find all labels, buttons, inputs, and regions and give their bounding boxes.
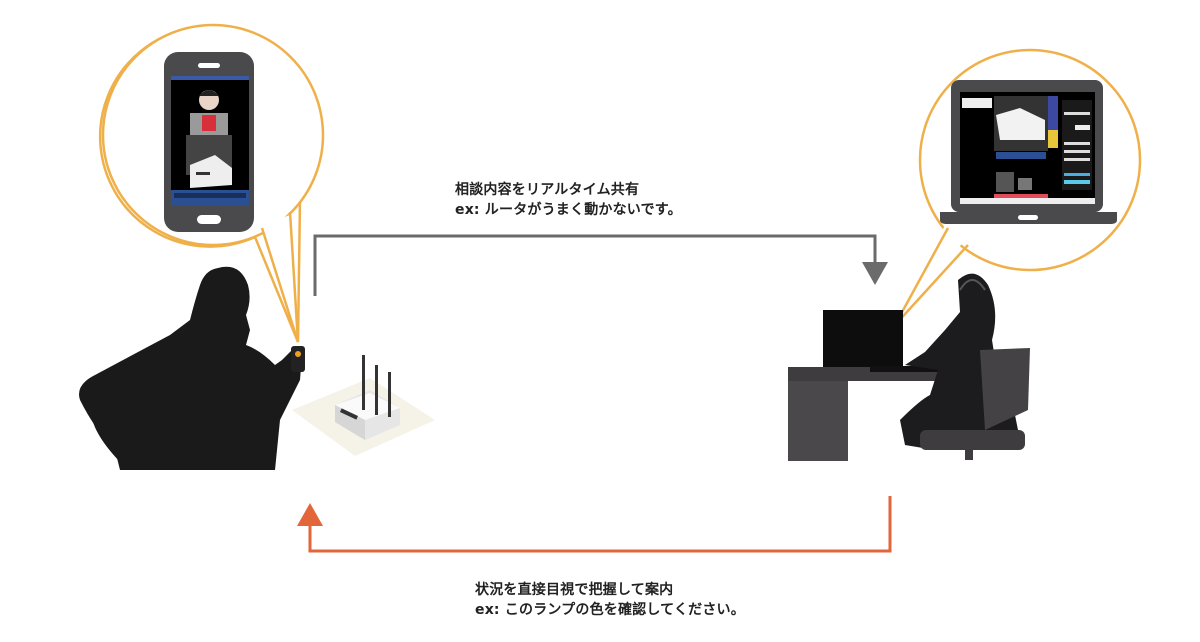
operator-silhouette [788, 273, 1030, 461]
realtime-share-label: 相談内容をリアルタイム共有 ex: ルータがうまく動かないです。 [455, 180, 682, 220]
guidance-arrow [297, 496, 892, 553]
realtime-share-title: 相談内容をリアルタイム共有 [455, 182, 640, 198]
guidance-example: ex: このランプの色を確認してください。 [475, 602, 745, 618]
smartphone-icon [164, 52, 254, 232]
realtime-share-arrow [313, 234, 888, 296]
customer-silhouette [79, 266, 305, 470]
realtime-share-example: ex: ルータがうまく動かないです。 [455, 202, 682, 218]
router-icon [292, 355, 435, 456]
guidance-title: 状況を直接目視で把握して案内 [475, 582, 674, 598]
laptop-icon [940, 80, 1117, 224]
guidance-label: 状況を直接目視で把握して案内 ex: このランプの色を確認してください。 [475, 580, 745, 620]
